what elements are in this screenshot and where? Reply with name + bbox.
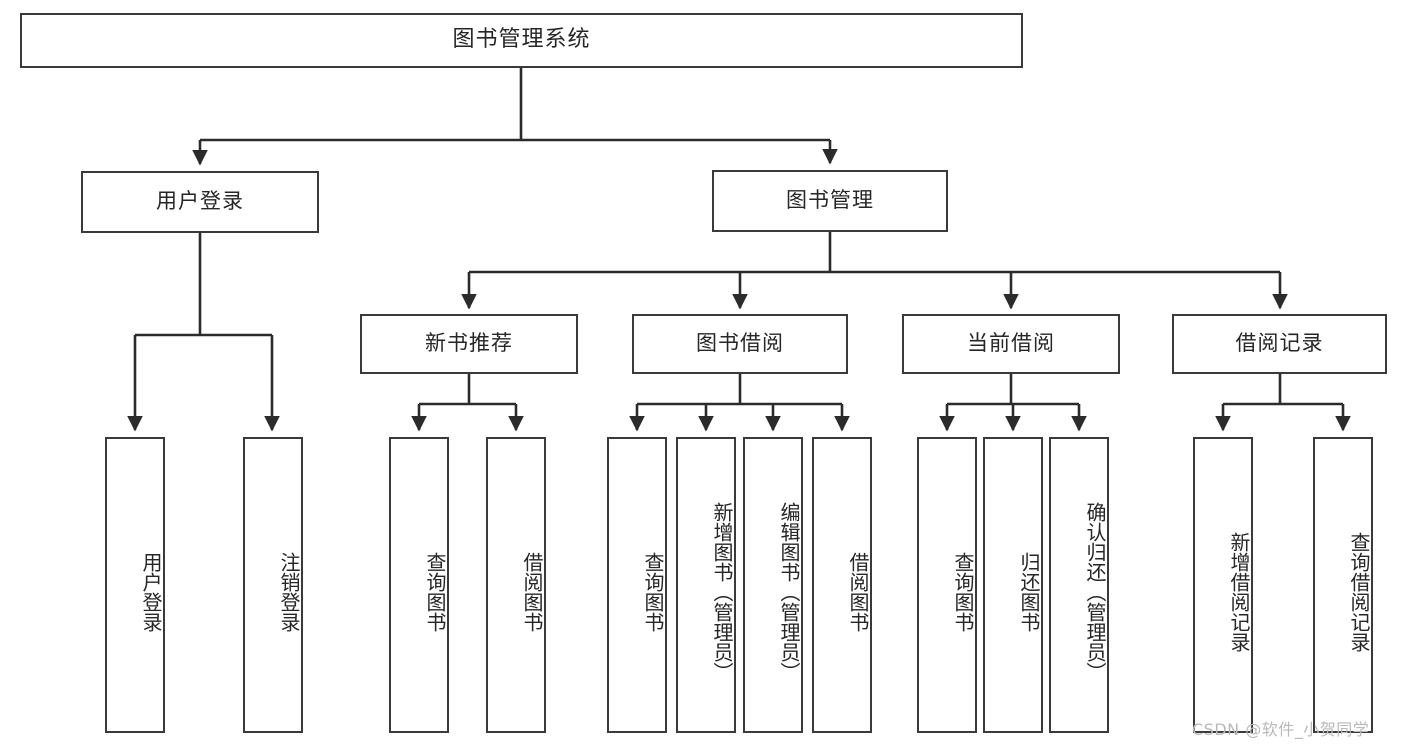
node-leaf-query-book-borrow[interactable]: 查询图书 <box>607 437 667 733</box>
node-leaf-borrow-book-recommend[interactable]: 借阅图书 <box>486 437 546 733</box>
node-leaf-user-logout[interactable]: 注销登录 <box>243 437 303 733</box>
node-current-borrow[interactable]: 当前借阅 <box>902 314 1120 374</box>
node-leaf-edit-book[interactable]: 编辑图书（管理员） <box>743 437 803 733</box>
node-leaf-confirm-return[interactable]: 确认归还（管理员） <box>1049 437 1109 733</box>
watermark-text: CSDN @软件_小贺同学 <box>1192 720 1370 739</box>
node-root-system[interactable]: 图书管理系统 <box>20 13 1023 68</box>
node-leaf-query-book-recommend[interactable]: 查询图书 <box>389 437 449 733</box>
node-leaf-add-borrow-record[interactable]: 新增借阅记录 <box>1193 437 1253 733</box>
node-borrow-record[interactable]: 借阅记录 <box>1172 314 1387 374</box>
node-leaf-return-book[interactable]: 归还图书 <box>983 437 1043 733</box>
node-leaf-add-book[interactable]: 新增图书（管理员） <box>676 437 736 733</box>
node-leaf-query-borrow-record[interactable]: 查询借阅记录 <box>1313 437 1373 733</box>
node-book-borrow[interactable]: 图书借阅 <box>632 314 848 374</box>
node-new-book-recommend[interactable]: 新书推荐 <box>360 314 578 374</box>
node-leaf-borrow-book[interactable]: 借阅图书 <box>812 437 872 733</box>
node-leaf-query-book-current[interactable]: 查询图书 <box>917 437 977 733</box>
node-user-login[interactable]: 用户登录 <box>81 171 319 233</box>
node-book-manage[interactable]: 图书管理 <box>712 170 948 232</box>
node-leaf-user-login[interactable]: 用户登录 <box>105 437 165 733</box>
